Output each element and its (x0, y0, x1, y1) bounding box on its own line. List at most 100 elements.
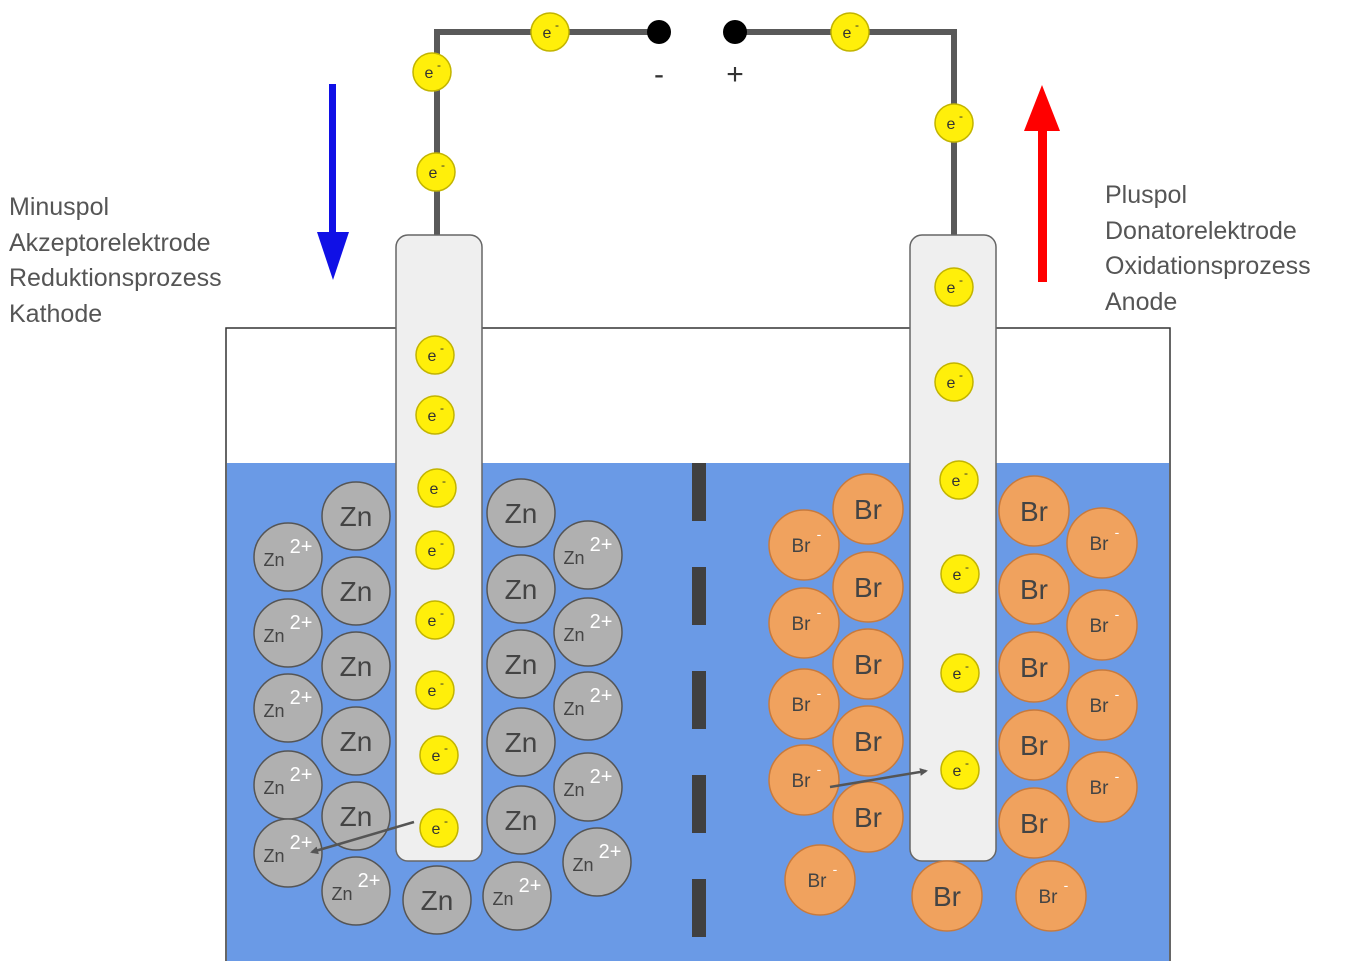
arrow-up (1024, 85, 1060, 282)
svg-text:Zn: Zn (340, 801, 373, 832)
zinc-ion: Zn2+ (553, 597, 623, 667)
svg-text:-: - (1115, 686, 1120, 702)
svg-text:-: - (959, 368, 963, 382)
zinc-ion: Zn2+ (253, 598, 323, 668)
terminal-positive-label: + (726, 58, 744, 91)
terminal-negative-label: - (654, 58, 664, 91)
svg-text:-: - (555, 18, 559, 32)
svg-text:-: - (440, 536, 444, 550)
svg-text:Zn: Zn (263, 701, 284, 721)
svg-text:Br: Br (1090, 778, 1110, 799)
bromine-atom: Br (998, 475, 1070, 547)
electron: e- (419, 808, 459, 848)
zinc-ion: Zn2+ (253, 818, 323, 888)
zinc-atom: Zn (486, 554, 556, 624)
electron: e- (934, 362, 974, 402)
left-electrode-label: Minuspol Akzeptorelektrode Reduktionspro… (9, 190, 222, 332)
bromide-ion: Br- (768, 744, 840, 816)
electron: e- (412, 52, 452, 92)
svg-text:Br: Br (1020, 652, 1048, 683)
svg-text:2+: 2+ (290, 536, 313, 558)
svg-text:2+: 2+ (358, 870, 381, 892)
svg-text:Br: Br (1020, 496, 1048, 527)
svg-text:Zn: Zn (263, 846, 284, 866)
svg-text:-: - (965, 756, 969, 770)
electron: e- (934, 103, 974, 143)
svg-text:Br: Br (933, 881, 961, 912)
svg-text:-: - (817, 604, 822, 620)
svg-text:-: - (817, 761, 822, 777)
svg-text:Zn: Zn (340, 651, 373, 682)
electron: e- (415, 600, 455, 640)
bromide-ion: Br- (768, 509, 840, 581)
svg-text:Br: Br (792, 771, 812, 792)
bromine-atom: Br (998, 553, 1070, 625)
svg-text:Zn: Zn (263, 778, 284, 798)
svg-text:-: - (442, 474, 446, 488)
bromide-ion: Br- (1066, 669, 1138, 741)
svg-text:e: e (432, 748, 441, 765)
diaphragm-segment (692, 463, 706, 521)
diaphragm (692, 463, 706, 937)
diaphragm-segment (692, 775, 706, 833)
svg-text:Zn: Zn (331, 884, 352, 904)
svg-text:-: - (855, 18, 859, 32)
zinc-ion: Zn 2+ (253, 522, 323, 592)
zinc-atom: Zn (486, 478, 556, 548)
svg-text:-: - (440, 676, 444, 690)
electron-transfer-arrow-right (829, 768, 928, 789)
particles-layer: e-e-e-e-e-e-e-e-e-e-e-e-e-e-e-e-e-e-e-Zn… (253, 12, 1138, 935)
svg-text:Zn: Zn (340, 576, 373, 607)
electron: e- (417, 468, 457, 508)
svg-text:Zn: Zn (263, 550, 284, 570)
zinc-ion: Zn2+ (553, 520, 623, 590)
svg-text:-: - (440, 341, 444, 355)
svg-text:e: e (428, 408, 437, 425)
terminal-negative-dot (647, 20, 671, 44)
svg-text:-: - (965, 659, 969, 673)
svg-text:Zn: Zn (505, 498, 538, 529)
svg-text:-: - (959, 273, 963, 287)
svg-text:Br: Br (808, 871, 828, 892)
terminal-positive-dot (723, 20, 747, 44)
svg-text:-: - (437, 58, 441, 72)
diaphragm-segment (692, 879, 706, 937)
svg-text:-: - (817, 685, 822, 701)
svg-text:e: e (947, 116, 956, 133)
zinc-atom: Zn (321, 631, 391, 701)
zinc-ion: Zn2+ (553, 752, 623, 822)
svg-text:2+: 2+ (290, 687, 313, 709)
right-electrode-label: Pluspol Donatorelektrode Oxidationsproze… (1105, 178, 1311, 320)
zinc-atom: Zn (321, 481, 391, 551)
svg-text:Br: Br (854, 494, 882, 525)
zinc-atom: Zn (486, 629, 556, 699)
svg-text:-: - (959, 109, 963, 123)
bromine-atom: Br (832, 551, 904, 623)
svg-text:e: e (429, 165, 438, 182)
left-label-line: Kathode (9, 299, 103, 328)
svg-text:Br: Br (854, 802, 882, 833)
right-label-line: Anode (1105, 287, 1178, 316)
svg-text:-: - (1115, 606, 1120, 622)
svg-text:e: e (428, 348, 437, 365)
svg-text:Br: Br (792, 536, 812, 557)
wire-right (735, 29, 957, 235)
zinc-ion: Zn 2+ (253, 673, 323, 743)
svg-text:e: e (428, 543, 437, 560)
svg-text:Br: Br (1020, 730, 1048, 761)
svg-text:Br: Br (854, 726, 882, 757)
bromide-ion: Br- (768, 668, 840, 740)
zinc-atom: Zn (486, 785, 556, 855)
electron-transfer-arrow-left (310, 820, 415, 855)
svg-text:e: e (953, 567, 962, 584)
svg-text:Zn: Zn (492, 889, 513, 909)
bromine-atom: Br (998, 709, 1070, 781)
svg-text:-: - (965, 560, 969, 574)
zinc-atom: Zn (321, 556, 391, 626)
electron: e- (530, 12, 570, 52)
bromine-atom: Br (832, 473, 904, 545)
electron: e- (415, 335, 455, 375)
svg-text:-: - (440, 606, 444, 620)
svg-text:e: e (428, 683, 437, 700)
bromine-atom: Br (832, 781, 904, 853)
